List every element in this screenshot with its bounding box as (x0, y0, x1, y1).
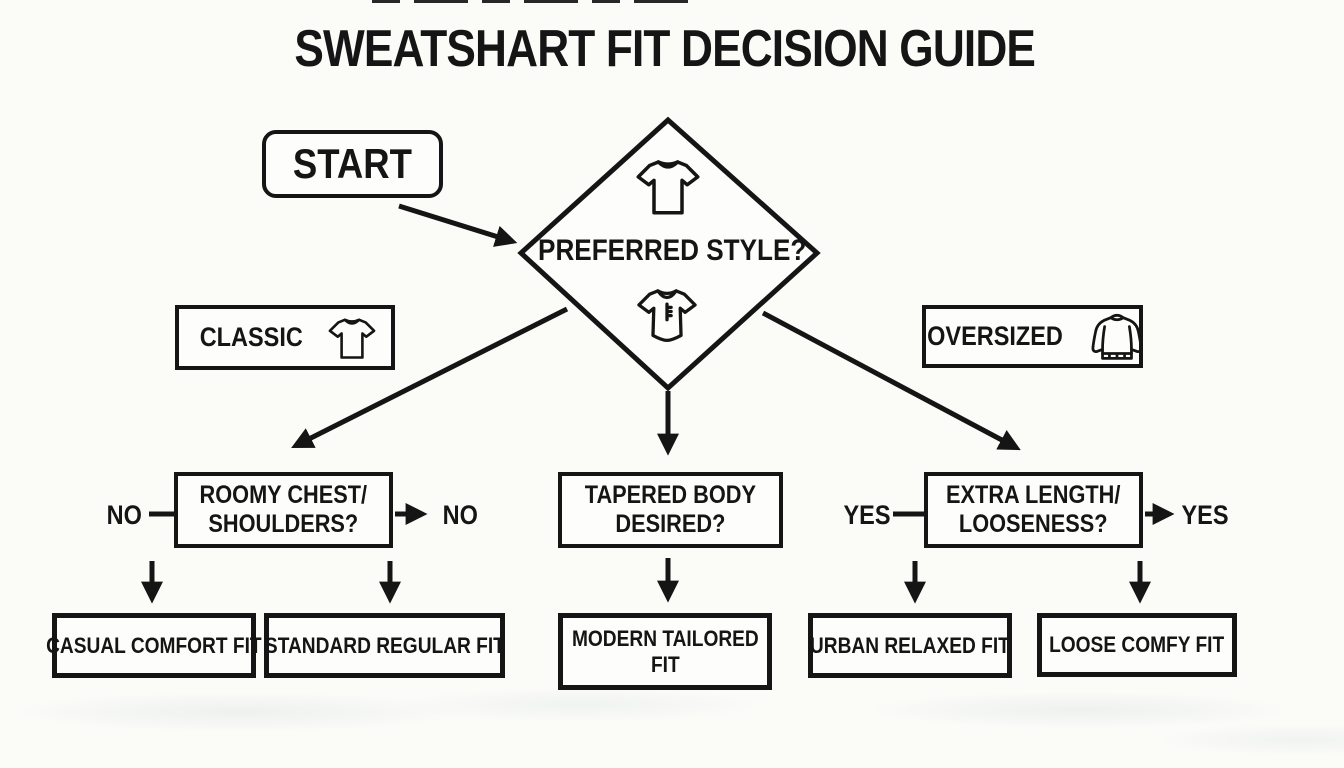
result-urban-relaxed-fit: URBAN RELAXED FIT (808, 613, 1012, 678)
result-casual-comfort-fit: CASUAL COMFORT FIT (46, 613, 262, 678)
arrow-diamond-to-oversized-question (761, 310, 1021, 451)
answer-yes-left: YES (843, 500, 891, 530)
root-question-label: PREFERRED STYLE? (538, 234, 807, 267)
tshirt-icon (633, 155, 703, 218)
answer-yes-right: YES (1181, 500, 1229, 530)
start-node: START (262, 130, 443, 198)
oversized-label: OVERSIZED (927, 321, 1064, 351)
branch-label-classic: CLASSIC (175, 305, 395, 370)
answer-no-left: NO (106, 500, 142, 530)
result-loose-comfy-fit: LOOSE COMFY FIT (1037, 613, 1237, 677)
arrow-start-to-diamond (398, 203, 518, 247)
question-extra-length: EXTRA LENGTH/ LOOSENESS? (924, 472, 1143, 548)
arrow-diamond-to-classic-question (291, 306, 569, 448)
start-label: START (292, 140, 413, 187)
page-title-text: SWEATSHART FIT DECISION GUIDE (294, 20, 1037, 78)
classic-label: CLASSIC (199, 322, 303, 352)
sweatshirt-icon (1086, 310, 1148, 364)
question-tapered-body: TAPERED BODY DESIRED? (558, 472, 783, 548)
decision-diamond (517, 116, 821, 392)
branch-label-oversized: OVERSIZED (922, 305, 1143, 368)
tshirt-icon (326, 313, 378, 363)
question-roomy-chest: ROOMY CHEST/ SHOULDERS? (174, 472, 393, 548)
scan-artifact (372, 0, 702, 3)
answer-no-right: NO (442, 500, 478, 530)
henley-shirt-icon (634, 283, 700, 345)
result-modern-tailored-fit: MODERN TAILORED FIT (558, 613, 772, 690)
page-title: SWEATSHART FIT DECISION GUIDE (0, 22, 1330, 77)
result-standard-regular-fit: STANDARD REGULAR FIT (264, 613, 505, 678)
